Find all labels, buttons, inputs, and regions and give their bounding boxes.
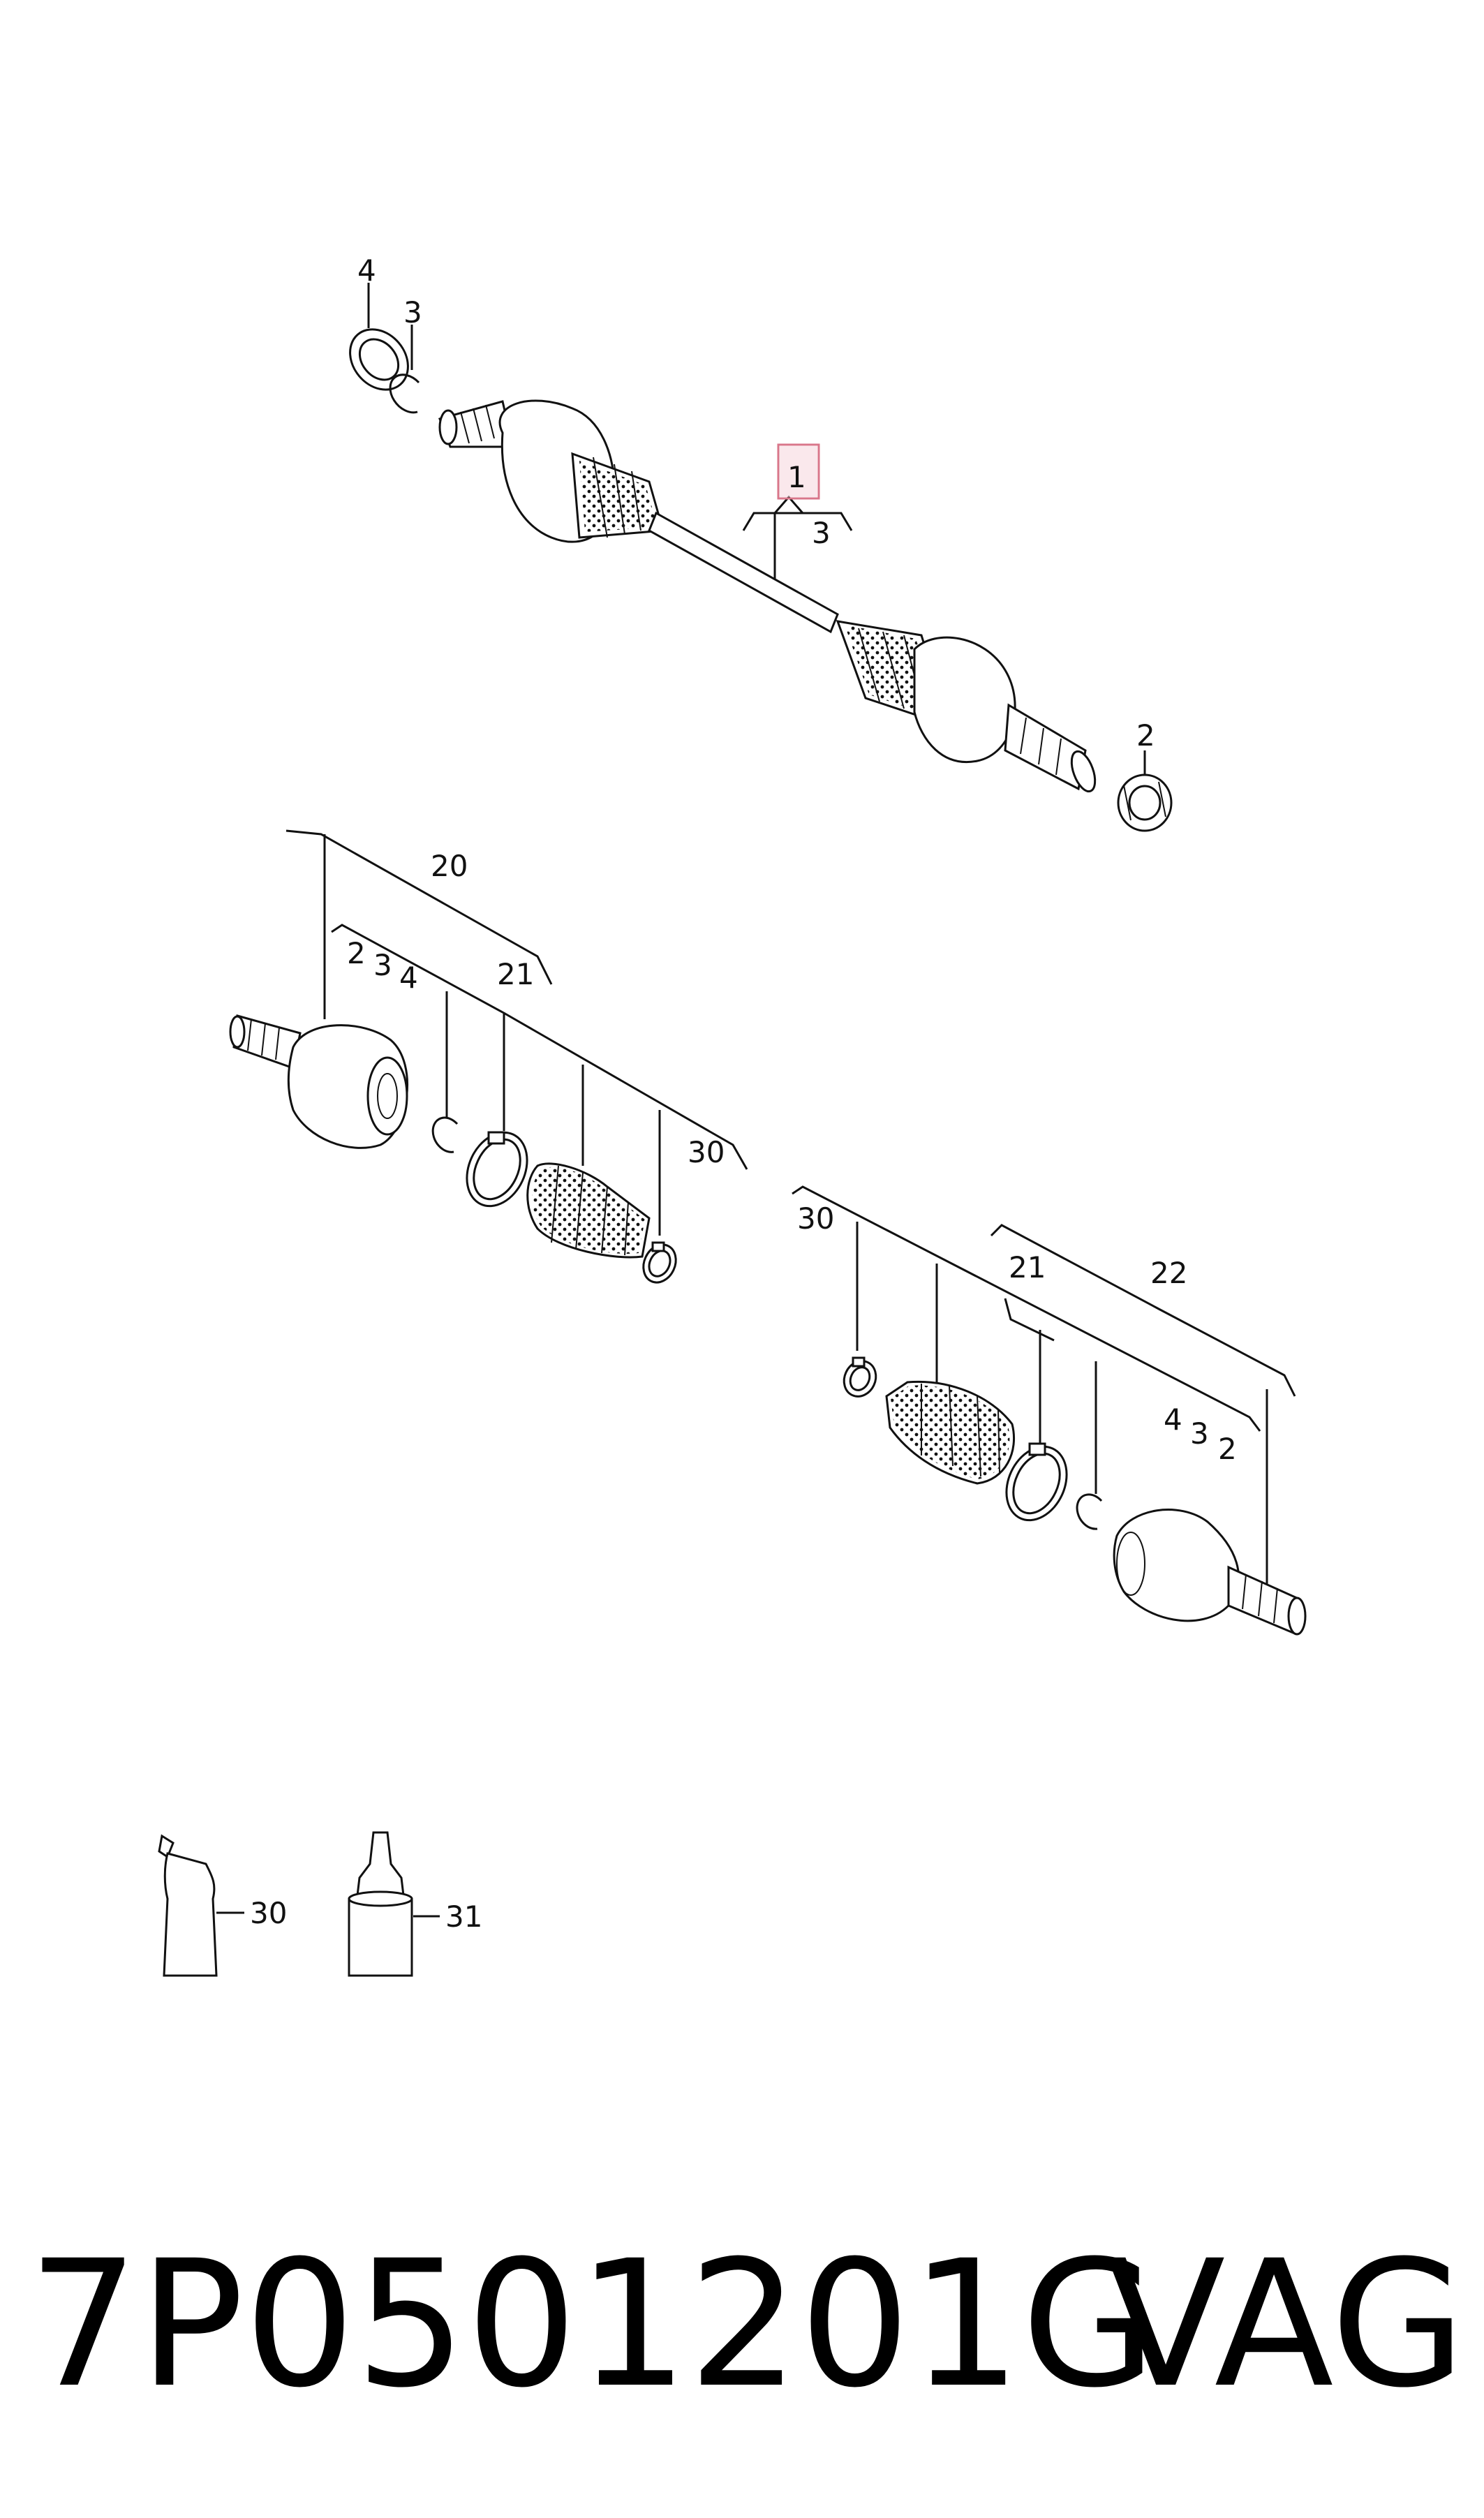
inner-cv-joint-part — [1113, 1509, 1240, 1622]
callout-4-ring: 4 — [357, 253, 376, 288]
callout-30-outer: 30 — [688, 1135, 725, 1169]
outer-joint-kit — [229, 829, 748, 1284]
large-clamp-part — [466, 1131, 528, 1208]
main-shaft-bar — [648, 511, 839, 634]
grease-tube-part — [158, 1834, 244, 1977]
callout-2-outer: 2 — [347, 936, 366, 970]
callout-31-bottle: 31 — [445, 1899, 482, 1934]
callout-3-sub: 3 — [812, 516, 831, 550]
callout-22: 22 — [1150, 1256, 1187, 1290]
right-cv-housing — [913, 636, 1016, 763]
part-number: 7P0501201G — [28, 2223, 1157, 2426]
inner-small-clamp-part — [843, 1356, 877, 1398]
axle-nut-part — [1117, 773, 1173, 832]
seal-ring-part — [349, 328, 409, 391]
callout-3-circlip: 3 — [403, 295, 422, 329]
callout-2-inner: 2 — [1218, 1432, 1237, 1466]
right-stub-shaft — [1004, 703, 1097, 793]
callout-labels: 4 3 1 3 2 20 2 3 4 21 30 30 21 22 4 3 2 … — [250, 253, 1237, 1934]
callout-4-outer: 4 — [399, 961, 418, 995]
bottle-part — [348, 1831, 440, 1977]
callout-21-inner: 21 — [1009, 1250, 1046, 1284]
circlip-part — [389, 373, 420, 414]
driveshaft-assembly — [349, 283, 1173, 832]
callout-21-outer: 21 — [497, 957, 534, 991]
brand-name: VAG — [1106, 2223, 1466, 2426]
callout-20: 20 — [431, 849, 468, 883]
outer-circlip-part — [431, 1116, 459, 1153]
inner-large-clamp-part — [1005, 1442, 1068, 1522]
callout-30-inner: 30 — [797, 1201, 834, 1236]
callout-3-outer: 3 — [373, 948, 392, 982]
callout-1-driveshaft: 1 — [787, 460, 806, 494]
inner-circlip-part — [1076, 1493, 1103, 1530]
small-clamp-part — [642, 1241, 677, 1284]
callout-4-inner: 4 — [1164, 1402, 1182, 1437]
callout-3-inner: 3 — [1190, 1416, 1209, 1451]
callout-2-nut: 2 — [1136, 718, 1155, 753]
left-stub-shaft — [438, 400, 514, 448]
callout-30-tube: 30 — [250, 1896, 287, 1930]
part-number-footer: 7P0501201G VAG — [28, 2220, 1466, 2429]
highlight-box — [777, 443, 820, 500]
inner-joint-kit — [792, 1185, 1307, 1636]
